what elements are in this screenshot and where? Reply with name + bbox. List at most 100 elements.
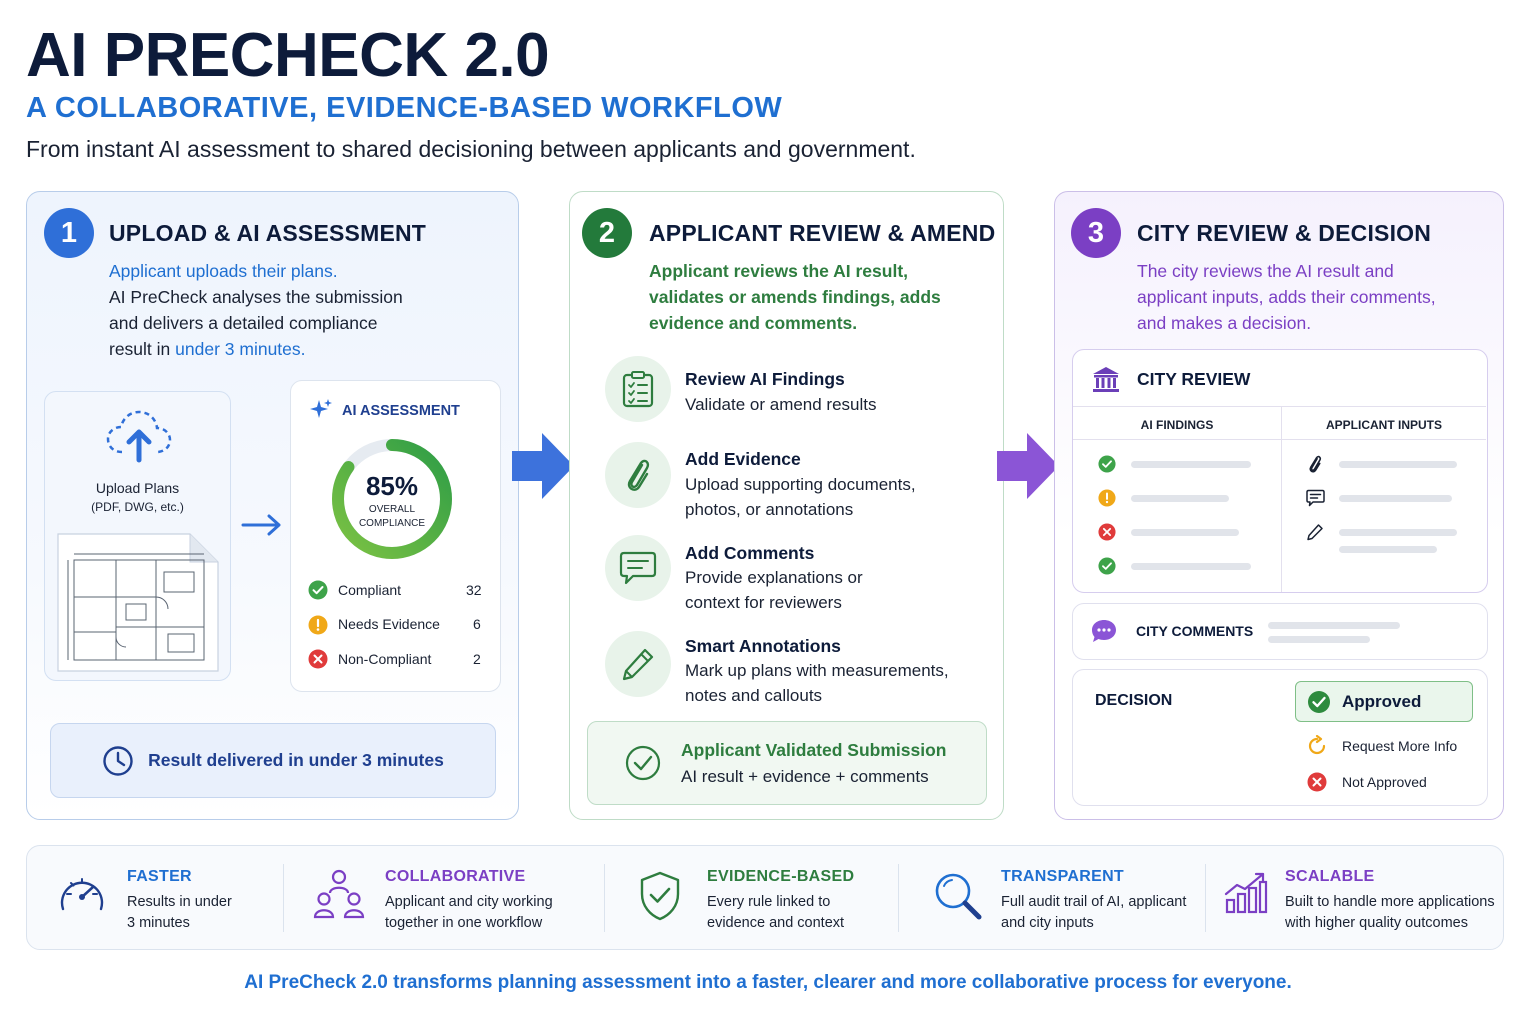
step-1-desc-a: AI PreCheck analyses the submission (109, 287, 403, 307)
step-2-number: 2 (582, 208, 632, 258)
flow-arrow-1-icon (512, 433, 574, 499)
arrow-right-icon (241, 514, 281, 536)
result-delivered-text: Result delivered in under 3 minutes (148, 750, 444, 770)
benefit-evidence-line1: Every rule linked to (707, 894, 831, 910)
cloud-upload-icon (106, 410, 172, 463)
warning-circle-icon (308, 615, 328, 635)
decision-approved-option[interactable]: Approved (1295, 681, 1473, 722)
building-icon (1093, 367, 1119, 392)
feature-comments-line2: context for reviewers (685, 593, 842, 612)
input-comment-icon (1306, 489, 1325, 507)
upload-plans-card[interactable]: Upload Plans (PDF, DWG, etc.) (44, 391, 231, 681)
validated-submission-card: Applicant Validated Submission AI result… (587, 721, 987, 805)
feature-evidence-title: Add Evidence (685, 449, 801, 469)
check-circle-outline-icon (625, 745, 661, 781)
decision-approved-label: Approved (1342, 692, 1422, 711)
compliance-gauge (332, 439, 452, 559)
gauge-label-b: COMPLIANCE (358, 518, 426, 529)
step-2-title: APPLICANT REVIEW & AMEND (649, 220, 996, 246)
page-subtitle: A COLLABORATIVE, EVIDENCE-BASED WORKFLOW (26, 92, 783, 124)
decision-label: DECISION (1095, 692, 1173, 709)
feature-evidence-line2: photos, or annotations (685, 500, 854, 519)
step-1-desc-c: result in under 3 minutes. (109, 336, 306, 362)
magnifier-icon (935, 873, 982, 920)
benefit-collaborative-title: COLLABORATIVE (385, 868, 526, 885)
row-compliant-label: Compliant (338, 582, 402, 598)
row-needs-evidence-count: 6 (473, 616, 481, 632)
upload-label: Upload Plans (95, 480, 180, 496)
feature-comments-title: Add Comments (685, 543, 815, 563)
page-tagline: From instant AI assessment to shared dec… (26, 136, 916, 162)
flow-arrow-2-icon (997, 433, 1059, 499)
benefits-strip: FASTER Results in under 3 minutes COLLAB… (26, 845, 1504, 950)
clock-icon (103, 745, 133, 776)
step-3-title: CITY REVIEW & DECISION (1137, 220, 1432, 246)
gauge-value: 85% (365, 471, 419, 501)
clipboard-checklist-icon (622, 371, 654, 408)
feature-evidence-line1: Upload supporting documents, (685, 475, 916, 494)
step-3-desc-b: applicant inputs, adds their comments, (1137, 287, 1436, 307)
benefit-evidence-line2: evidence and context (707, 915, 845, 931)
feature-review-title: Review AI Findings (685, 369, 845, 389)
col-ai-findings: AI FINDINGS (1140, 418, 1214, 432)
benefit-evidence-title: EVIDENCE-BASED (707, 868, 855, 885)
city-review-title: CITY REVIEW (1137, 369, 1251, 389)
checklist-icon-wrap (605, 356, 671, 422)
result-delivered-banner: Result delivered in under 3 minutes (50, 723, 496, 798)
comments-icon-wrap (605, 535, 671, 601)
benefit-scalable-title: SCALABLE (1285, 868, 1375, 885)
step-1-lead: Applicant uploads their plans. (109, 261, 338, 281)
annotations-icon-wrap (605, 631, 671, 697)
benefit-collaborative-line2: together in one workflow (385, 915, 543, 931)
row-needs-evidence-label: Needs Evidence (338, 616, 440, 632)
feature-review-desc: Validate or amend results (685, 395, 877, 414)
floor-plan-thumbnail (57, 533, 219, 672)
evidence-icon-wrap (605, 442, 671, 508)
finding-check-icon-2 (1098, 557, 1116, 575)
benefit-transparent-title: TRANSPARENT (1001, 868, 1125, 885)
row-non-compliant-label: Non-Compliant (338, 651, 432, 667)
benefit-collaborative-line1: Applicant and city working (385, 894, 553, 910)
decision-not-approved[interactable]: Not Approved (1342, 774, 1427, 790)
speech-bubble-icon (619, 551, 657, 585)
growth-chart-icon (1224, 872, 1268, 914)
decision-request-info[interactable]: Request More Info (1342, 738, 1458, 754)
check-circle-icon (308, 580, 328, 600)
step-1-title: UPLOAD & AI ASSESSMENT (109, 220, 427, 246)
step-2-desc-c: evidence and comments. (649, 313, 858, 333)
upload-formats: (PDF, DWG, etc.) (91, 500, 184, 514)
benefit-transparent-line2: and city inputs (1001, 915, 1094, 931)
step-3-desc-c: and makes a decision. (1137, 313, 1312, 333)
city-review-card: CITY REVIEW AI FINDINGS APPLICANT INPUTS (1072, 349, 1488, 593)
finding-check-icon (1098, 455, 1116, 473)
feature-annotations-title: Smart Annotations (685, 636, 841, 656)
feature-annotations-line2: notes and callouts (685, 686, 823, 705)
pencil-icon (622, 648, 654, 681)
step-2-panel: 2 APPLICANT REVIEW & AMEND Applicant rev… (569, 191, 1004, 820)
approved-check-icon (1308, 691, 1330, 713)
error-circle-icon (308, 649, 328, 669)
col-applicant-inputs: APPLICANT INPUTS (1325, 418, 1442, 432)
feature-comments-line1: Provide explanations or (685, 568, 863, 587)
benefit-faster-title: FASTER (127, 868, 192, 885)
not-approved-icon (1307, 772, 1327, 792)
feature-annotations-line1: Mark up plans with measurements, (685, 661, 949, 680)
step-3-desc-a: The city reviews the AI result and (1137, 261, 1394, 281)
step-3-number: 3 (1071, 208, 1121, 258)
city-comments-card[interactable]: CITY COMMENTS (1072, 603, 1488, 660)
ai-assessment-card: AI ASSESSMENT 85% OVERALL COMPLIANCE Com… (290, 380, 501, 692)
benefit-scalable-line2: with higher quality outcomes (1285, 915, 1468, 931)
gauge-arc (332, 439, 452, 559)
comment-dots-icon (1092, 620, 1116, 642)
step-1-desc-highlight: under 3 minutes. (175, 339, 306, 359)
benefit-faster-line1: Results in under (127, 894, 232, 910)
validated-desc: AI result + evidence + comments (681, 767, 929, 786)
footer-statement: AI PreCheck 2.0 transforms planning asse… (244, 972, 1292, 993)
finding-error-icon (1098, 523, 1116, 541)
finding-warning-icon (1098, 489, 1116, 507)
step-1-panel: 1 UPLOAD & AI ASSESSMENT Applicant uploa… (26, 191, 519, 820)
benefit-scalable-line1: Built to handle more applications (1285, 894, 1495, 910)
input-paperclip-icon (1309, 455, 1321, 473)
refresh-icon (1308, 735, 1326, 755)
validated-title: Applicant Validated Submission (681, 740, 947, 760)
